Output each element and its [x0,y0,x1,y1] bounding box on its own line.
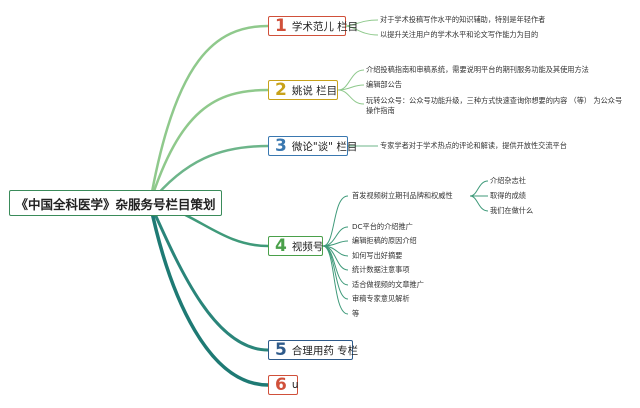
connector-leaf-2-2 [337,84,365,91]
branch-number-3: 3 [275,135,287,156]
leaf-4-3: 编辑拒稿的原因介绍 [352,236,417,245]
leaf-1-1: 对于学术投稿写作水平的知识辅助，特别是年轻作者 [380,15,546,24]
branch-number-1: 1 [275,15,287,36]
connector-leaf-4-1 [322,195,349,247]
subleaf-4-1-3: 我们在做什么 [490,206,534,215]
leaf-2-3: 玩转公众号：公众号功能升级，三种方式快速查询你想要的内容 （等） 为公众号 [366,96,623,105]
connector-leaf-1-2 [344,25,379,36]
root-node[interactable]: 《中国全科医学》杂服务号栏目策划 [9,190,222,216]
connector-leaf-4-2 [322,226,349,247]
branch-label-6: u [291,379,299,391]
branch-label-4: 视频号 [291,240,324,253]
branch-label-3: 微论"谈" 栏目 [291,140,358,153]
leaf-4-8: 等 [352,309,360,318]
connector-subleaf-1 [469,180,489,197]
leaf-1-2: 以提升关注用户的学术水平和论文写作能力为目的 [380,30,539,39]
connector-leaf-2-3 [337,89,365,105]
connector-branch-5 [148,202,269,352]
connector-branch-3 [149,144,269,204]
branch-number-2: 2 [275,79,287,100]
branch-number-5: 5 [275,339,287,360]
branch-label-1: 学术范儿 栏目 [291,20,359,33]
leaf-4-5: 统计数据注意事项 [352,265,410,274]
connector-leaf-4-8 [322,245,349,315]
leaf-3-1: 专家学者对于学术热点的评论和解读，提供开放性交流平台 [380,141,567,150]
branch-node-3[interactable]: 3 微论"谈" 栏目 [268,135,357,156]
subleaf-4-1-2: 取得的成绩 [490,191,526,200]
branch-node-1[interactable]: 1 学术范儿 栏目 [268,15,358,36]
branch-node-4[interactable]: 4 视频号 [268,236,323,256]
leaf-4-2: DC平台的介绍推广 [352,222,413,231]
leaf-4-4: 如何写出好摘要 [352,251,403,260]
branch-number-4: 4 [275,235,287,256]
leaf-4-7: 审稿专家意见解析 [352,294,410,303]
leaf-4-1: 首发视频树立期刊品牌和权威性 [352,191,453,200]
connector-branch-1 [148,24,269,204]
branch-node-6[interactable]: 6 u [268,374,299,395]
leaf-4-6: 适合做视频的文章推广 [352,280,424,289]
branch-label-2: 姚说 栏目 [291,84,338,97]
connector-leaf-4-6 [322,245,349,286]
branch-node-2[interactable]: 2 姚说 栏目 [268,80,338,100]
branch-node-5[interactable]: 5 合理用药 专栏 [268,339,358,360]
leaf-2-2: 编辑部公告 [366,80,402,89]
connector-branch-2 [148,88,269,204]
connector-subleaf-3 [469,195,489,212]
branch-label-5: 合理用药 专栏 [291,344,359,357]
leaf-2-1: 介绍投稿指南和审稿系统，需要说明平台的期刊服务功能及其使用方法 [366,65,589,74]
connector-branch-6 [148,202,269,387]
branch-number-6: 6 [275,374,287,395]
subleaf-4-1-1: 介绍杂志社 [490,176,526,185]
leaf-2-4: 操作指南 [366,106,395,115]
connector-leaf-4-7 [322,245,349,300]
